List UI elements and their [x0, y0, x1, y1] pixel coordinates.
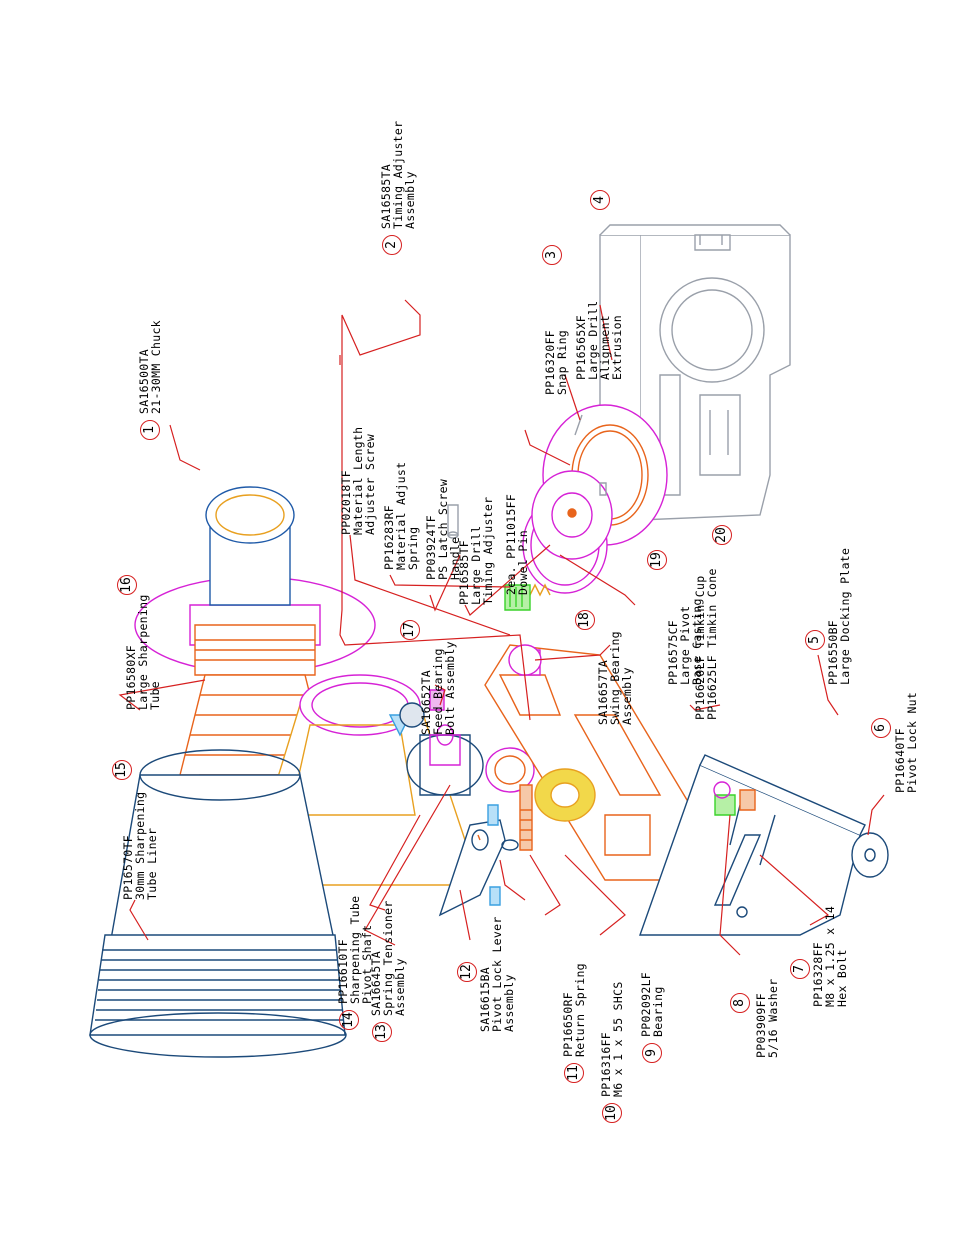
part-description-2: Tube Liner: [145, 827, 159, 900]
part-description-2: Hex Bolt: [835, 949, 849, 1007]
timing-adjuster-part: [522, 470, 613, 594]
leader-lines: [118, 299, 885, 956]
bearing-part: [534, 768, 596, 822]
spring-tensioner-part: [485, 747, 535, 793]
part-description: Dowel Pin: [516, 529, 530, 595]
callout-number: 4: [590, 190, 610, 210]
callout-number: 19: [647, 550, 667, 570]
callout-number: 14: [339, 1010, 359, 1030]
callout-number: 20: [712, 525, 732, 545]
part-description: Return Spring: [573, 963, 587, 1057]
callout-number: 18: [575, 610, 595, 630]
alignment-extrusion-part: [599, 224, 791, 521]
return-spring-part: [501, 839, 519, 851]
part-description-2: Timing Adjuster: [481, 496, 495, 605]
callout-number: 8: [730, 993, 750, 1013]
callout-number: 16: [117, 575, 137, 595]
latch-screw-handle-part: [447, 504, 459, 539]
tube-liner-part: [89, 749, 347, 1058]
part-description-2: Adjuster Screw: [363, 433, 377, 535]
part-description-2: Spring: [406, 526, 420, 570]
docking-plate-part: [639, 754, 866, 936]
pivot-shaft-part: [406, 724, 484, 796]
part-description: Pivot Lock Nut: [905, 691, 919, 793]
shcs-screw-part: [519, 784, 533, 851]
callout-number: 17: [400, 620, 420, 640]
callout-number: 10: [602, 1103, 622, 1123]
lever-pins-part: [487, 804, 501, 906]
callout-number: 15: [112, 760, 132, 780]
callout-number: 5: [805, 630, 825, 650]
part-description-2: Assembly: [502, 974, 516, 1032]
adjuster-screw-part: [504, 584, 531, 611]
pivot-lock-nut-part: [851, 832, 889, 878]
part-description-2: Bolt Assembly: [443, 641, 457, 735]
part-description-3: Extrusion: [610, 314, 624, 380]
part-description: 5/16 Washer: [766, 978, 780, 1058]
callout-number: 7: [790, 959, 810, 979]
callout-number: 6: [871, 718, 891, 738]
part-description-2: Tube: [148, 681, 162, 710]
part-description-2: Pivot Shaft: [360, 924, 374, 1004]
callout-number: 11: [564, 1063, 584, 1083]
part-description: PP16625LF Timkin Cone: [705, 568, 719, 720]
part-description: Large Docking Plate: [838, 547, 852, 685]
hex-bolt-part: [713, 781, 756, 816]
callout-number: 12: [457, 962, 477, 982]
pivot-lock-lever-part: [438, 819, 506, 917]
part-description-2: Assembly: [620, 667, 634, 725]
